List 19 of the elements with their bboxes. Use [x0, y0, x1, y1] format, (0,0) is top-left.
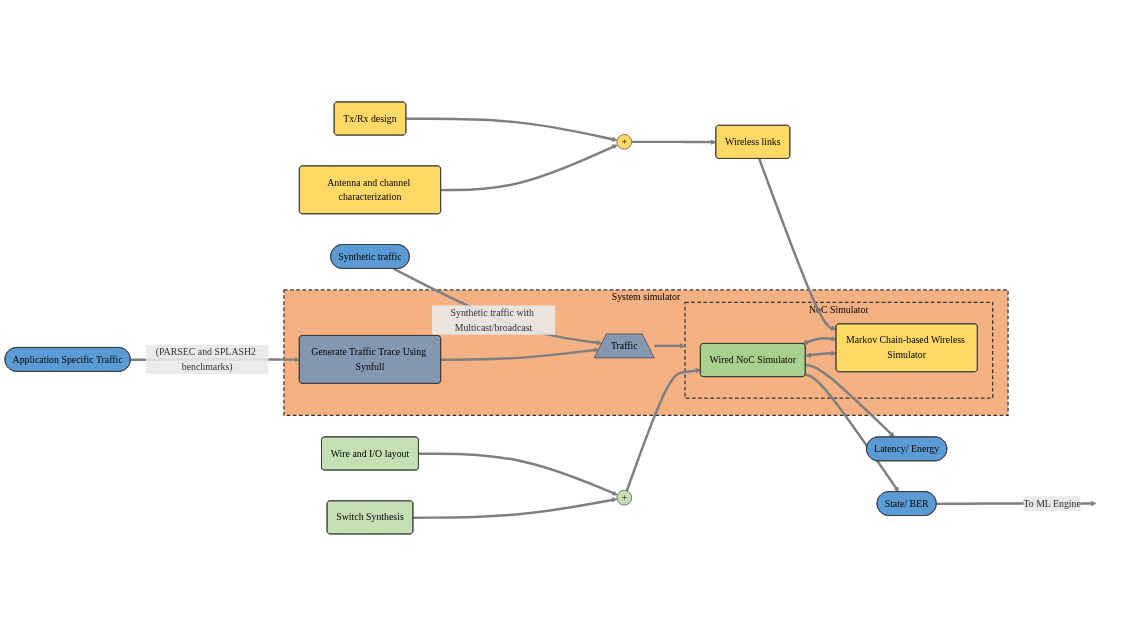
arrow — [631, 138, 717, 145]
arrow — [406, 117, 618, 142]
edge-label: To ML Engine — [1023, 497, 1081, 509]
edge-label: (PARSEC and SPLASH2 benchmarks) — [155, 346, 256, 372]
arrow — [440, 143, 618, 191]
arrow — [418, 452, 618, 496]
arrow — [625, 367, 701, 491]
arrow — [758, 157, 837, 331]
arrow — [805, 372, 899, 492]
node-circle: + — [616, 489, 632, 505]
arrow — [413, 496, 618, 519]
arrow — [393, 267, 603, 345]
arrow — [805, 363, 895, 437]
arrow — [802, 335, 837, 345]
edge-label: Synthetic traffic with Multicast/broadcast — [450, 306, 534, 332]
node-circle: + — [616, 133, 632, 150]
arrow — [654, 342, 686, 349]
arrow — [805, 350, 837, 358]
arrow — [440, 346, 600, 361]
